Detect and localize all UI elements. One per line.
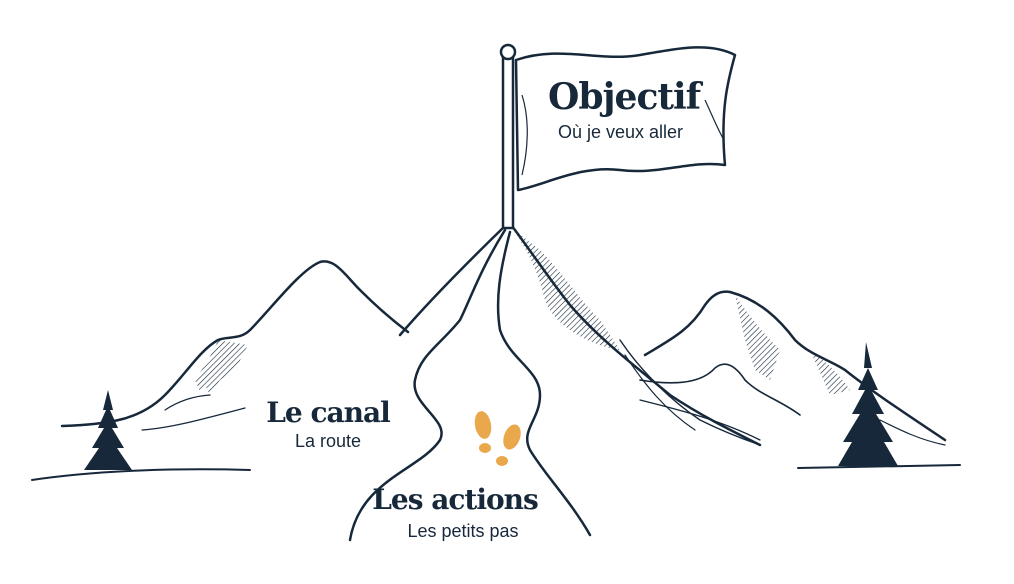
goal-subtitle: Où je veux aller — [557, 122, 684, 142]
right-pine-tree-icon — [838, 342, 898, 466]
left-pine-tree-icon — [84, 390, 132, 470]
path-icon — [348, 228, 592, 542]
left-mountain-icon — [60, 260, 410, 431]
left-ground-line — [31, 468, 251, 481]
goal-title: Objectif — [548, 76, 701, 118]
actions-subtitle: Les petits pas — [407, 521, 519, 541]
footprints-icon — [474, 411, 521, 466]
right-ground-line — [797, 464, 961, 469]
central-peak-icon — [398, 224, 762, 447]
flag-icon — [499, 43, 737, 230]
channel-title: Le canal — [266, 396, 391, 429]
actions-title: Les actions — [372, 483, 539, 516]
channel-subtitle: La route — [294, 431, 362, 451]
right-mountain-icon — [639, 290, 947, 446]
